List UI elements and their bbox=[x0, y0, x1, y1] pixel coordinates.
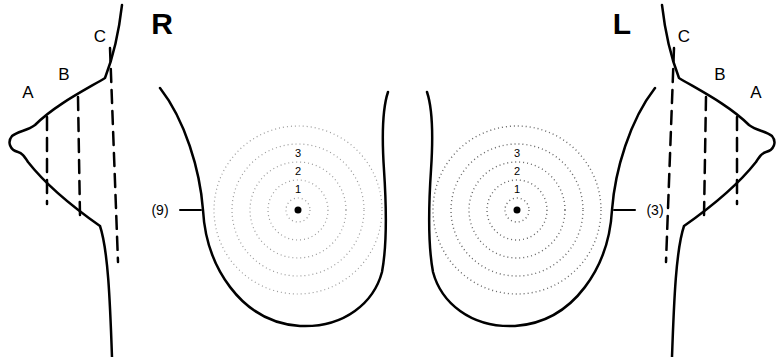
nipple-dot bbox=[514, 207, 521, 214]
ring-number: 2 bbox=[513, 166, 521, 177]
side-profile bbox=[10, 5, 122, 357]
zone-letter: B bbox=[714, 66, 725, 83]
ring-number: 1 bbox=[513, 184, 521, 195]
zone-letter: C bbox=[94, 28, 106, 45]
side-letter: L bbox=[613, 9, 631, 39]
front-outline bbox=[427, 88, 655, 326]
clock-position: (9) bbox=[151, 203, 168, 217]
zone-letter: A bbox=[750, 84, 761, 101]
ring-number: 1 bbox=[294, 184, 302, 195]
ring-number: 3 bbox=[294, 148, 302, 159]
clock-position: (3) bbox=[646, 203, 663, 217]
ring-number: 2 bbox=[294, 166, 302, 177]
zone-letter: C bbox=[678, 28, 690, 45]
zone-rings bbox=[214, 126, 382, 294]
ring-number: 3 bbox=[513, 148, 521, 159]
leader-tick bbox=[180, 209, 201, 211]
zone-rings bbox=[433, 126, 601, 294]
zone-letter: B bbox=[58, 66, 69, 83]
zone-letter: A bbox=[22, 84, 33, 101]
nipple-dot bbox=[295, 207, 302, 214]
leader-tick bbox=[614, 209, 635, 211]
front-outline bbox=[160, 88, 388, 326]
side-profile bbox=[662, 5, 774, 357]
side-letter: R bbox=[151, 9, 173, 39]
